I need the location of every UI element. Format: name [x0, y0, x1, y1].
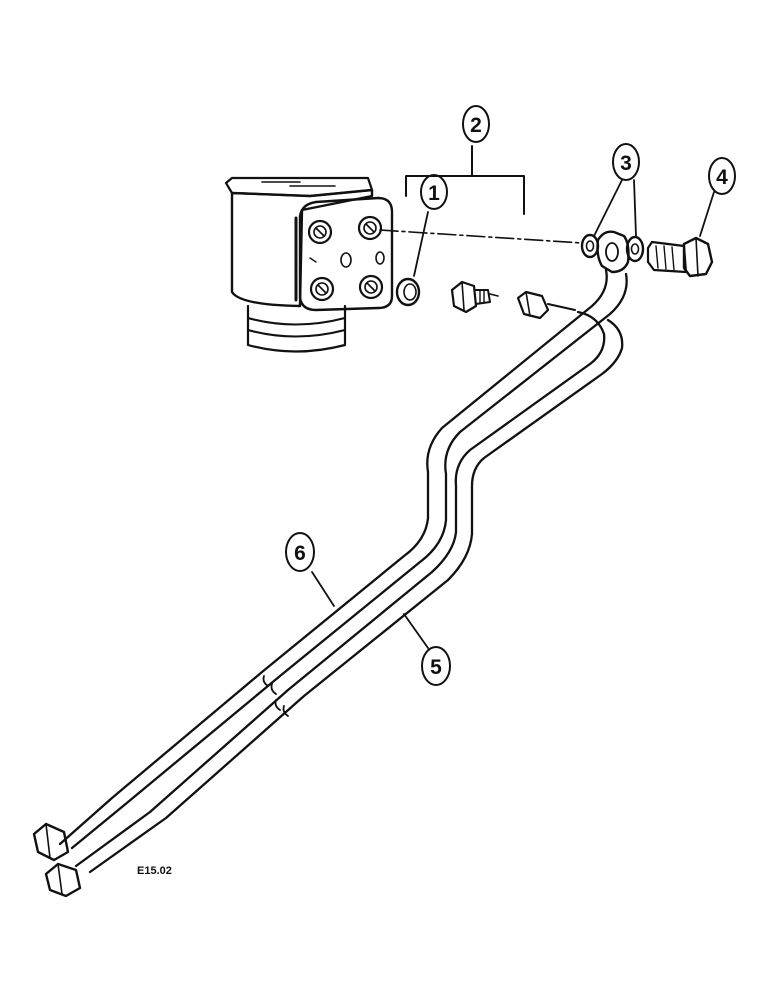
- port-top-left: [307, 219, 333, 245]
- svg-text:2: 2: [470, 114, 482, 137]
- leader-lines: [311, 179, 715, 649]
- svg-text:1: 1: [428, 182, 440, 205]
- svg-text:6: 6: [294, 542, 306, 565]
- port-bottom-right: [358, 274, 384, 300]
- steering-motor-unit: [224, 176, 394, 353]
- sealing-washers: [580, 233, 645, 263]
- svg-text:4: 4: [716, 166, 728, 189]
- sealing-ring: [395, 277, 421, 307]
- figure-code: E15.02: [137, 865, 172, 877]
- assembly-center-line: [379, 229, 583, 244]
- port-bottom-left: [309, 276, 335, 302]
- callout-2: 2: [462, 105, 490, 143]
- pipe-end-nut-lower: [44, 862, 82, 898]
- callout-6: 6: [285, 532, 315, 572]
- callout-3: 3: [612, 143, 640, 181]
- callout-4: 4: [708, 157, 736, 195]
- pipe-end-nut: [516, 290, 576, 320]
- svg-text:3: 3: [620, 152, 632, 175]
- banjo-fitting: [596, 230, 630, 274]
- banjo-bolt: [646, 236, 714, 278]
- port-top-right: [357, 215, 383, 241]
- pressure-pipe: [74, 310, 624, 874]
- pipe-end-nut-upper: [32, 822, 70, 862]
- callout-1: 1: [420, 174, 448, 210]
- callout-bracket-2: [405, 175, 525, 215]
- svg-text:5: 5: [430, 656, 442, 679]
- pipe-break-marks: [262, 675, 289, 717]
- return-pipe: [58, 268, 628, 850]
- union-adaptor: [450, 280, 499, 314]
- callout-5: 5: [421, 646, 451, 686]
